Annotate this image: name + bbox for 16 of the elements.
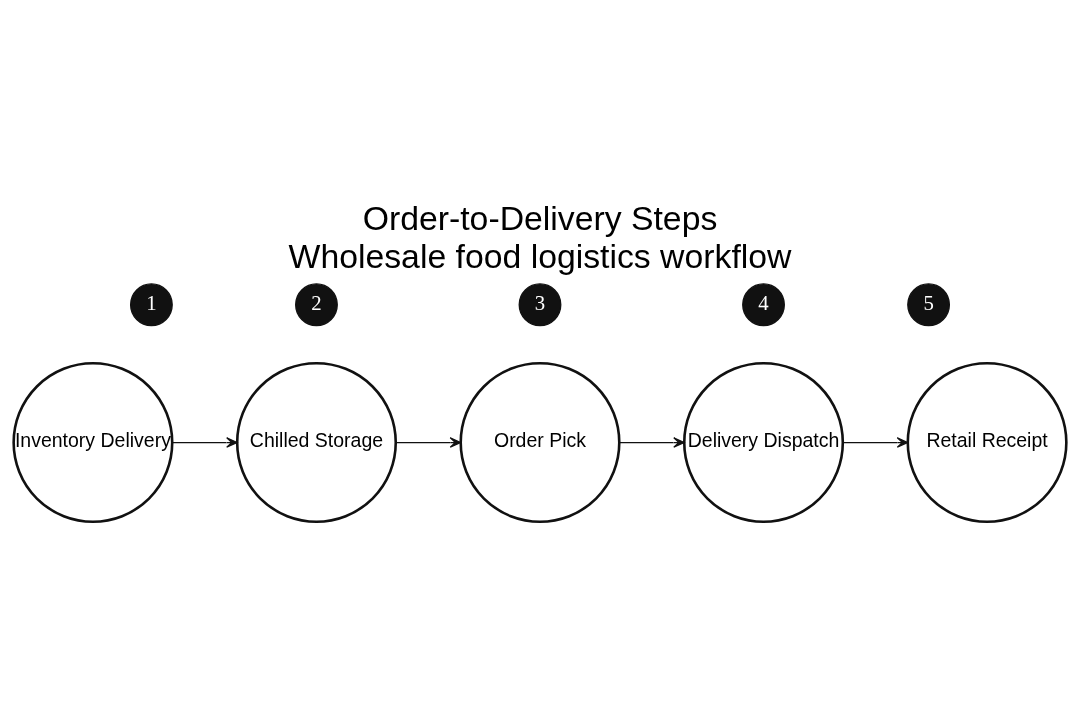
node-circle: 5 bbox=[907, 283, 951, 327]
node-circle: 1 bbox=[129, 283, 173, 327]
arrow bbox=[842, 437, 909, 448]
diagram-title: Order-to-Delivery Steps bbox=[362, 199, 718, 238]
node-circle: 2 bbox=[295, 283, 338, 327]
node-circle: Chilled Storage bbox=[235, 361, 398, 524]
node-circle: 4 bbox=[742, 283, 785, 327]
node-circle: 3 bbox=[518, 283, 562, 327]
node-circle: Retail Receipt bbox=[906, 361, 1068, 524]
arrow bbox=[618, 437, 685, 448]
node-circle: Inventory Delivery bbox=[12, 361, 174, 524]
node-circle: Order Pick bbox=[459, 361, 621, 524]
node-circle: Delivery Dispatch bbox=[682, 361, 845, 524]
arrow bbox=[395, 437, 462, 448]
arrow bbox=[171, 437, 238, 448]
caption: Wholesale food logistics workflow bbox=[288, 237, 792, 276]
